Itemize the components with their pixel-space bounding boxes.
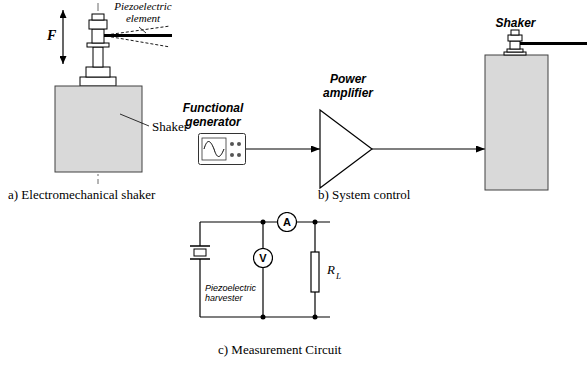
bolt-part xyxy=(510,41,520,49)
label-holder: R xyxy=(327,262,335,278)
shaker-body xyxy=(485,55,548,190)
part-name: Piezoelectric element xyxy=(112,0,174,24)
junction-dot xyxy=(313,315,318,320)
clamp xyxy=(92,29,104,43)
label-holder: L xyxy=(336,271,341,282)
washer xyxy=(87,43,109,47)
hex-nut xyxy=(89,20,107,29)
label-holder: a) Electromechanical shaker xyxy=(8,187,155,203)
leader-line xyxy=(120,114,149,126)
bolt-part xyxy=(511,30,519,35)
force-arrow xyxy=(62,10,63,64)
signal-arrow xyxy=(372,148,485,149)
wire xyxy=(314,292,315,317)
label-holder: b) System control xyxy=(318,187,410,203)
node-label: V xyxy=(253,248,273,268)
sub-caption: b) System control xyxy=(318,187,410,203)
harvester-symbol xyxy=(194,249,206,256)
harvester-plate xyxy=(190,258,210,260)
wire xyxy=(314,222,315,252)
meter-outline xyxy=(278,213,297,232)
force-label: F xyxy=(47,27,56,44)
deflection-line xyxy=(106,26,170,35)
component-subscript: L xyxy=(336,271,341,282)
label-holder: F xyxy=(47,27,56,44)
bolt-stem xyxy=(93,47,103,67)
generator-icon xyxy=(198,133,246,165)
part-name: Shaker xyxy=(152,119,188,135)
wire xyxy=(262,268,263,317)
ammeter-symbol: A xyxy=(277,212,297,232)
junction-dot xyxy=(261,220,266,225)
leader-line xyxy=(139,27,146,33)
label-holder: c) Measurement Circuit xyxy=(218,342,341,358)
amplifier-triangle xyxy=(320,110,372,188)
bolt-base xyxy=(86,67,110,77)
junction-dot xyxy=(313,220,318,225)
resistor-symbol xyxy=(311,252,319,292)
sub-caption: c) Measurement Circuit xyxy=(218,342,341,358)
shaker-body xyxy=(55,86,142,172)
generator-knob xyxy=(230,142,234,146)
top-nut xyxy=(92,14,104,20)
piezo-beam xyxy=(104,34,172,37)
generator-screen xyxy=(202,138,226,160)
circuit-wires xyxy=(200,222,330,317)
generator-knob xyxy=(237,153,241,157)
deflection-line xyxy=(106,36,170,47)
sub-caption: a) Electromechanical shaker xyxy=(8,187,155,203)
label-holder: Piezoelectric element xyxy=(112,0,174,24)
meter-outline xyxy=(254,249,273,268)
signal-arrow xyxy=(246,148,321,149)
generator-case xyxy=(199,134,246,165)
node-label: A xyxy=(277,212,297,232)
generator-knob xyxy=(230,153,234,157)
node-label: Shaker xyxy=(495,16,535,30)
base-plate xyxy=(80,77,116,86)
harvester-plate xyxy=(190,245,210,247)
generator-knob xyxy=(237,142,241,146)
wire xyxy=(262,222,263,248)
junction-dot xyxy=(261,315,266,320)
wire xyxy=(199,259,200,317)
shaker-block: Shaker xyxy=(478,16,553,192)
part-name: Piezoelectric harvester xyxy=(205,283,263,303)
sine-wave xyxy=(204,142,224,157)
bolt-part xyxy=(508,35,522,41)
label-holder: Shaker xyxy=(152,119,188,135)
shaker-icon xyxy=(478,30,553,192)
voltmeter-symbol: V xyxy=(253,248,273,268)
amplifier-icon xyxy=(316,110,376,188)
power-amplifier: Power amplifier xyxy=(316,72,380,188)
label-holder: Piezoelectric harvester xyxy=(205,283,263,303)
wire xyxy=(199,222,200,246)
component-symbol: R xyxy=(327,262,335,278)
node-label: Power amplifier xyxy=(316,72,380,100)
piezo-beam xyxy=(520,42,587,45)
